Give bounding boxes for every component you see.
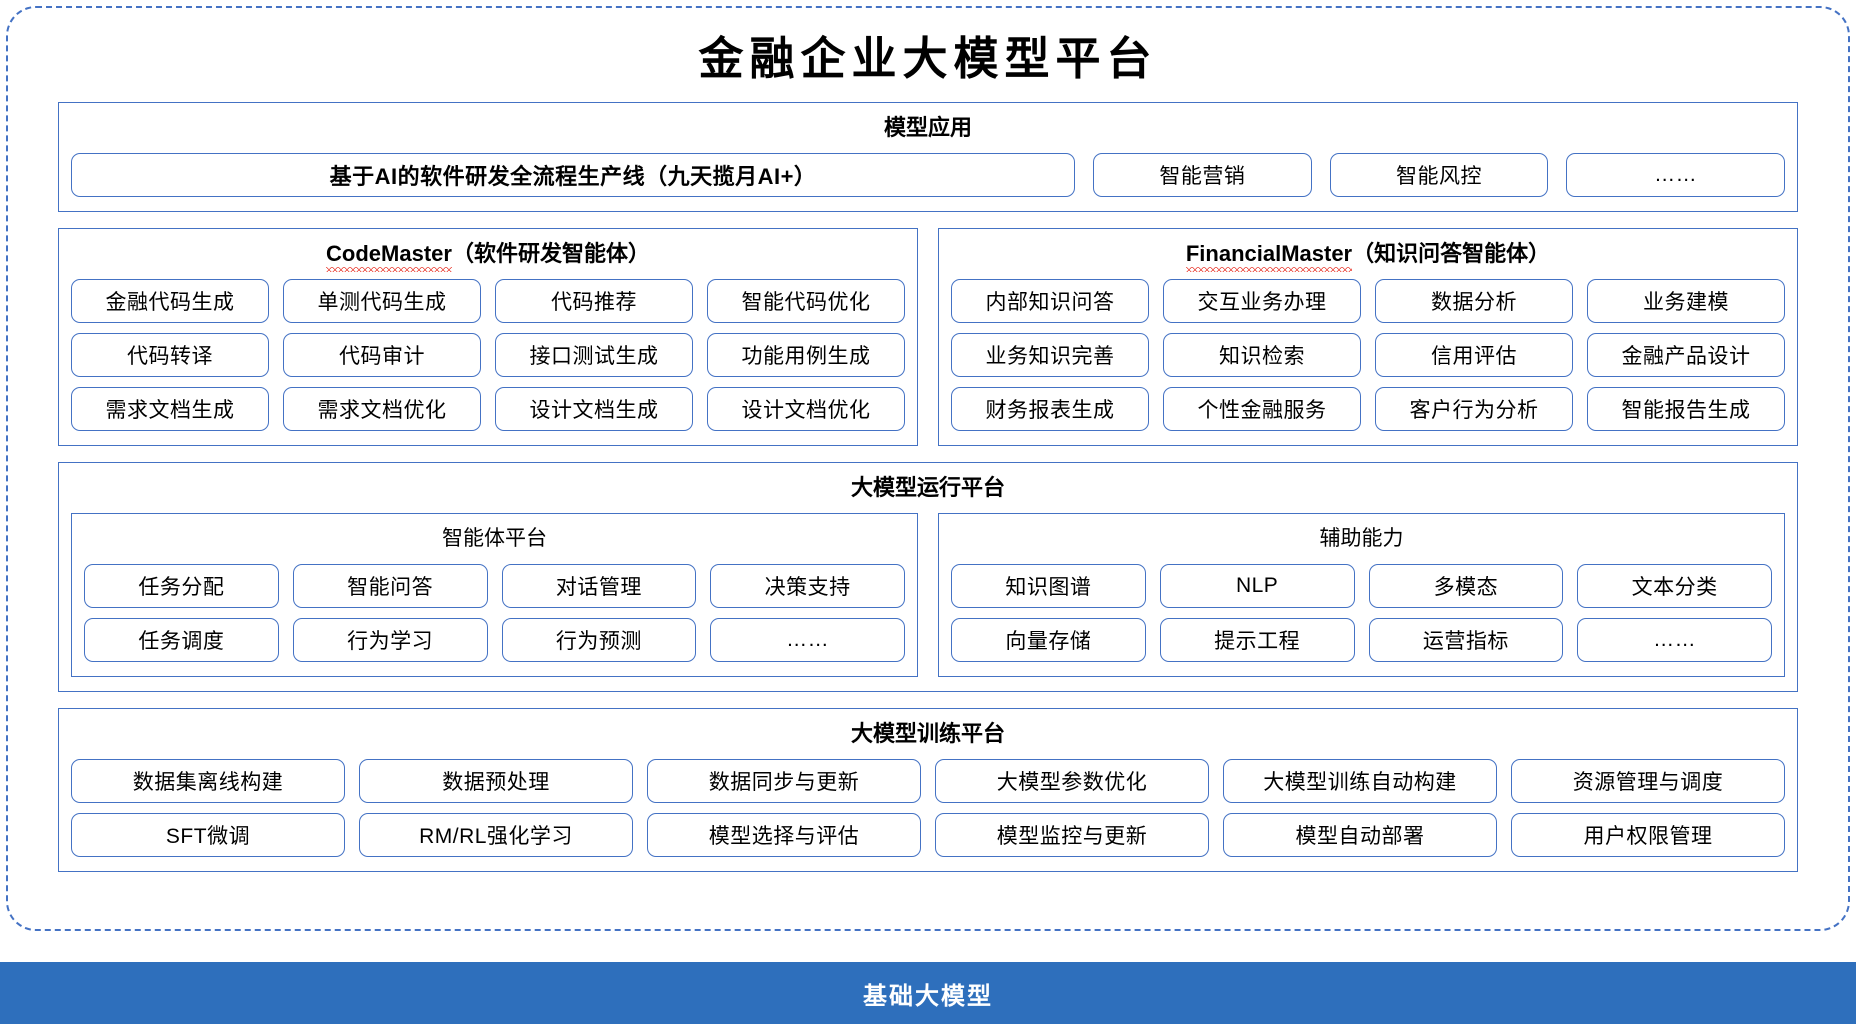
page-title: 金融企业大模型平台 bbox=[698, 34, 1158, 84]
panel-codemaster: CodeMaster（软件研发智能体） 金融代码生成 单测代码生成 代码推荐 智… bbox=[58, 228, 918, 446]
auxiliary-item-prompt-engineering[interactable]: 提示工程 bbox=[1159, 618, 1355, 662]
training-item-data-preprocessing[interactable]: 数据预处理 bbox=[359, 759, 633, 803]
financialmaster-item-knowledge-retrieval[interactable]: 知识检索 bbox=[1163, 333, 1361, 377]
codemaster-item-smart-code-optimize[interactable]: 智能代码优化 bbox=[707, 279, 905, 323]
agent-platform-item-task-allocation[interactable]: 任务分配 bbox=[84, 564, 279, 608]
codemaster-item-function-case-gen[interactable]: 功能用例生成 bbox=[707, 333, 905, 377]
codemaster-name: CodeMaster bbox=[326, 239, 452, 272]
auxiliary-item-more[interactable]: …… bbox=[1577, 618, 1772, 662]
financialmaster-item-business-modeling[interactable]: 业务建模 bbox=[1587, 279, 1785, 323]
codemaster-item-code-recommend[interactable]: 代码推荐 bbox=[495, 279, 693, 323]
app-item-smart-risk-control[interactable]: 智能风控 bbox=[1329, 153, 1549, 197]
codemaster-item-api-test-gen[interactable]: 接口测试生成 bbox=[495, 333, 693, 377]
codemaster-row-3: 需求文档生成 需求文档优化 设计文档生成 设计文档优化 bbox=[71, 387, 905, 431]
financialmaster-item-smart-report-gen[interactable]: 智能报告生成 bbox=[1587, 387, 1785, 431]
auxiliary-item-text-classification[interactable]: 文本分类 bbox=[1577, 564, 1772, 608]
codemaster-item-requirement-doc-gen[interactable]: 需求文档生成 bbox=[71, 387, 269, 431]
app-item-smart-marketing[interactable]: 智能营销 bbox=[1093, 153, 1312, 197]
training-item-model-param-optimize[interactable]: 大模型参数优化 bbox=[935, 759, 1209, 803]
financialmaster-item-financial-product-design[interactable]: 金融产品设计 bbox=[1587, 333, 1785, 377]
auxiliary-item-operation-metrics[interactable]: 运营指标 bbox=[1368, 618, 1564, 662]
auxiliary-item-multimodal[interactable]: 多模态 bbox=[1368, 564, 1564, 608]
agent-platform-item-smart-qa[interactable]: 智能问答 bbox=[292, 564, 488, 608]
auxiliary-row-2: 向量存储 提示工程 运营指标 …… bbox=[951, 618, 1772, 662]
auxiliary-item-nlp[interactable]: NLP bbox=[1159, 564, 1355, 608]
panel-title-agent-platform: 智能体平台 bbox=[442, 527, 547, 550]
agent-platform-item-task-scheduling[interactable]: 任务调度 bbox=[84, 618, 279, 662]
codemaster-item-code-translate[interactable]: 代码转译 bbox=[71, 333, 269, 377]
training-item-model-monitor-update[interactable]: 模型监控与更新 bbox=[935, 813, 1209, 857]
model-application-row: 基于AI的软件研发全流程生产线（九天揽月AI+） 智能营销 智能风控 …… bbox=[71, 153, 1786, 197]
training-item-sft-finetune[interactable]: SFT微调 bbox=[71, 813, 345, 857]
training-item-model-selection-eval[interactable]: 模型选择与评估 bbox=[647, 813, 921, 857]
training-row-2: SFT微调 RM/RL强化学习 模型选择与评估 模型监控与更新 模型自动部署 用… bbox=[71, 813, 1785, 857]
training-item-data-sync-update[interactable]: 数据同步与更新 bbox=[647, 759, 921, 803]
section-title-runtime-platform: 大模型运行平台 bbox=[850, 475, 1005, 500]
panel-auxiliary-capability: 辅助能力 知识图谱 NLP 多模态 文本分类 向量存储 提示工程 运营指标 …… bbox=[938, 513, 1785, 677]
training-item-dataset-offline-build[interactable]: 数据集离线构建 bbox=[71, 759, 345, 803]
financialmaster-item-personal-finance-service[interactable]: 个性金融服务 bbox=[1163, 387, 1361, 431]
panel-title-codemaster: CodeMaster（软件研发智能体） bbox=[71, 239, 905, 272]
panel-title-auxiliary-capability: 辅助能力 bbox=[1319, 527, 1404, 550]
app-item-ai-pipeline[interactable]: 基于AI的软件研发全流程生产线（九天揽月AI+） bbox=[71, 153, 1075, 197]
training-item-rm-rl-learning[interactable]: RM/RL强化学习 bbox=[359, 813, 633, 857]
codemaster-item-code-audit[interactable]: 代码审计 bbox=[283, 333, 481, 377]
agent-platform-item-decision-support[interactable]: 决策支持 bbox=[710, 564, 905, 608]
codemaster-item-design-doc-gen[interactable]: 设计文档生成 bbox=[495, 387, 693, 431]
auxiliary-row-1: 知识图谱 NLP 多模态 文本分类 bbox=[951, 564, 1772, 608]
training-item-training-auto-build[interactable]: 大模型训练自动构建 bbox=[1223, 759, 1497, 803]
codemaster-item-unittest-code-gen[interactable]: 单测代码生成 bbox=[283, 279, 481, 323]
financialmaster-row-1: 内部知识问答 交互业务办理 数据分析 业务建模 bbox=[951, 279, 1785, 323]
training-item-model-auto-deploy[interactable]: 模型自动部署 bbox=[1223, 813, 1497, 857]
auxiliary-item-vector-storage[interactable]: 向量存储 bbox=[951, 618, 1146, 662]
financialmaster-item-customer-behavior-analysis[interactable]: 客户行为分析 bbox=[1375, 387, 1573, 431]
section-runtime-platform: 大模型运行平台 智能体平台 任务分配 智能问答 对话管理 决策支持 任务调度 行… bbox=[58, 462, 1798, 692]
financialmaster-item-business-knowledge[interactable]: 业务知识完善 bbox=[951, 333, 1149, 377]
codemaster-row-1: 金融代码生成 单测代码生成 代码推荐 智能代码优化 bbox=[71, 279, 905, 323]
codemaster-item-design-doc-optimize[interactable]: 设计文档优化 bbox=[707, 387, 905, 431]
financialmaster-item-credit-assessment[interactable]: 信用评估 bbox=[1375, 333, 1573, 377]
financialmaster-item-internal-qa[interactable]: 内部知识问答 bbox=[951, 279, 1149, 323]
financialmaster-item-interactive-business[interactable]: 交互业务办理 bbox=[1163, 279, 1361, 323]
codemaster-item-finance-code-gen[interactable]: 金融代码生成 bbox=[71, 279, 269, 323]
codemaster-subtitle: （软件研发智能体） bbox=[451, 241, 650, 266]
financialmaster-row-3: 财务报表生成 个性金融服务 客户行为分析 智能报告生成 bbox=[951, 387, 1785, 431]
auxiliary-item-knowledge-graph[interactable]: 知识图谱 bbox=[951, 564, 1146, 608]
foundation-model-bar: 基础大模型 bbox=[0, 962, 1856, 1024]
runtime-columns: 智能体平台 任务分配 智能问答 对话管理 决策支持 任务调度 行为学习 行为预测… bbox=[71, 513, 1785, 677]
financialmaster-row-2: 业务知识完善 知识检索 信用评估 金融产品设计 bbox=[951, 333, 1785, 377]
panel-title-financialmaster: FinancialMaster（知识问答智能体） bbox=[951, 239, 1785, 272]
codemaster-item-requirement-doc-optimize[interactable]: 需求文档优化 bbox=[283, 387, 481, 431]
codemaster-row-2: 代码转译 代码审计 接口测试生成 功能用例生成 bbox=[71, 333, 905, 377]
platform-outer-frame: 金融企业大模型平台 模型应用 基于AI的软件研发全流程生产线（九天揽月AI+） … bbox=[6, 6, 1850, 931]
agent-platform-item-dialog-management[interactable]: 对话管理 bbox=[501, 564, 697, 608]
training-item-user-permission[interactable]: 用户权限管理 bbox=[1511, 813, 1785, 857]
section-title-training-platform: 大模型训练平台 bbox=[850, 721, 1005, 746]
section-model-application: 模型应用 基于AI的软件研发全流程生产线（九天揽月AI+） 智能营销 智能风控 … bbox=[58, 102, 1798, 212]
section-title-model-application: 模型应用 bbox=[883, 115, 972, 140]
training-row-1: 数据集离线构建 数据预处理 数据同步与更新 大模型参数优化 大模型训练自动构建 … bbox=[71, 759, 1785, 803]
financialmaster-subtitle: （知识问答智能体） bbox=[1352, 241, 1551, 266]
financialmaster-name: FinancialMaster bbox=[1185, 239, 1353, 272]
agent-platform-row-1: 任务分配 智能问答 对话管理 决策支持 bbox=[84, 564, 905, 608]
agent-platform-item-more[interactable]: …… bbox=[710, 618, 905, 662]
agent-platform-item-behavior-prediction[interactable]: 行为预测 bbox=[501, 618, 697, 662]
section-agents: CodeMaster（软件研发智能体） 金融代码生成 单测代码生成 代码推荐 智… bbox=[58, 228, 1798, 446]
financialmaster-item-financial-report-gen[interactable]: 财务报表生成 bbox=[951, 387, 1149, 431]
section-training-platform: 大模型训练平台 数据集离线构建 数据预处理 数据同步与更新 大模型参数优化 大模… bbox=[58, 708, 1798, 872]
panel-financialmaster: FinancialMaster（知识问答智能体） 内部知识问答 交互业务办理 数… bbox=[938, 228, 1798, 446]
training-item-resource-management[interactable]: 资源管理与调度 bbox=[1511, 759, 1785, 803]
foundation-model-label: 基础大模型 bbox=[863, 982, 993, 1010]
panel-agent-platform: 智能体平台 任务分配 智能问答 对话管理 决策支持 任务调度 行为学习 行为预测… bbox=[71, 513, 918, 677]
agent-platform-row-2: 任务调度 行为学习 行为预测 …… bbox=[84, 618, 905, 662]
app-item-more[interactable]: …… bbox=[1566, 153, 1786, 197]
financialmaster-item-data-analysis[interactable]: 数据分析 bbox=[1375, 279, 1573, 323]
agent-platform-item-behavior-learning[interactable]: 行为学习 bbox=[292, 618, 488, 662]
